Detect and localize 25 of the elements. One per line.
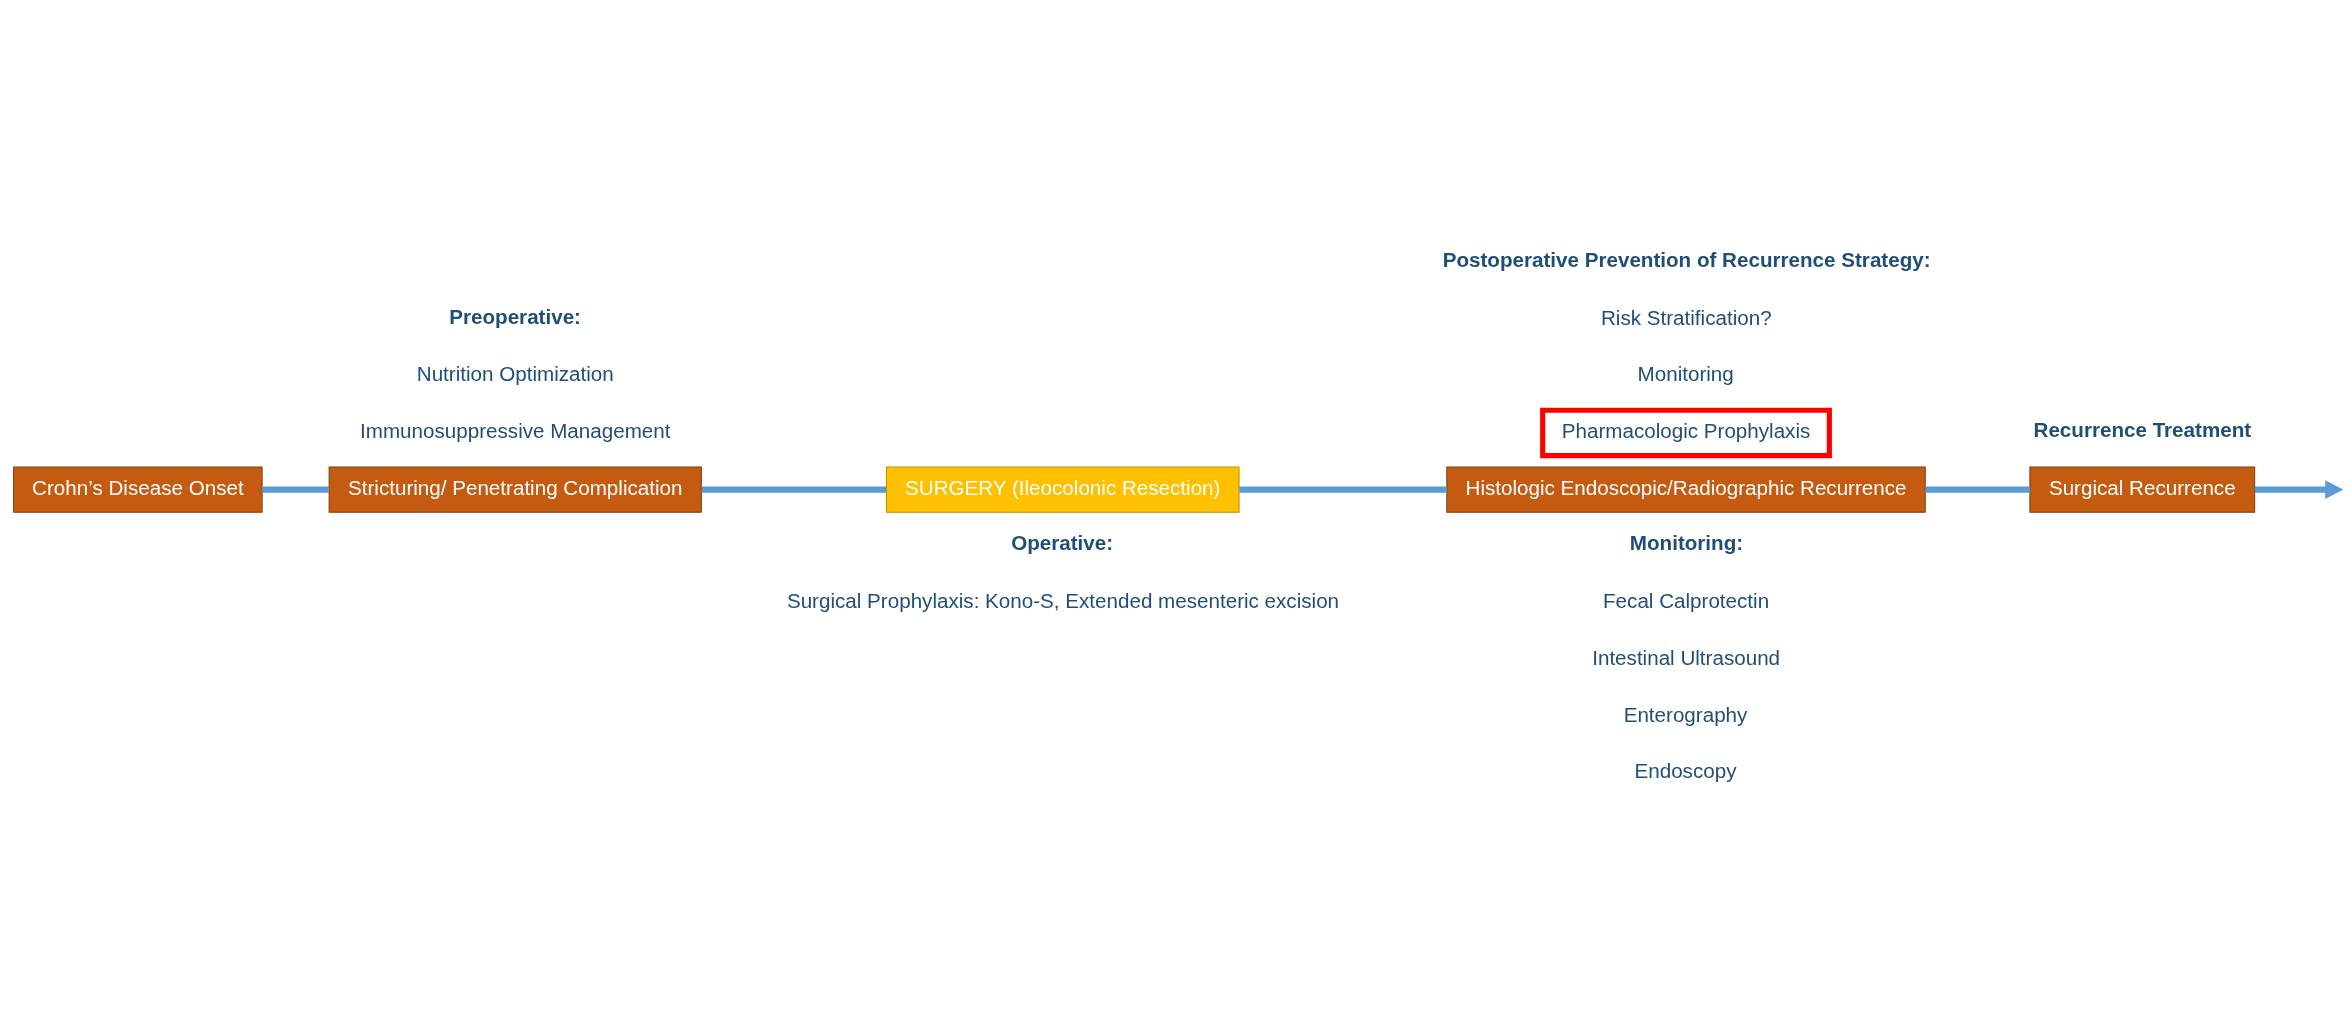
label: Monitoring	[1637, 361, 1734, 385]
label: Recurrence Treatment	[2033, 417, 2252, 441]
node-box: Stricturing/ Penetrating Complication	[328, 465, 702, 513]
label: Surgical Prophylaxis: Kono-S, Extended mesenteric excision	[786, 588, 1340, 612]
label: Nutrition Optimization	[416, 361, 614, 385]
node-box: SURGERY (Ileocolonic Resection)	[885, 465, 1240, 513]
label: Postoperative Prevention of Recurrence Strategy:	[1442, 247, 1931, 271]
label: Immunosuppressive Management	[360, 418, 671, 442]
node-box: Crohn’s Disease Onset	[13, 465, 263, 513]
connector	[701, 486, 886, 493]
label: Intestinal Ultrasound	[1592, 645, 1781, 669]
node-box: Histologic Endoscopic/Radiographic Recurrence	[1446, 465, 1926, 513]
node-box: Surgical Recurrence	[2029, 465, 2256, 513]
label: Fecal Calprotectin	[1603, 588, 1770, 612]
connector	[1239, 486, 1447, 493]
connector	[1925, 486, 2030, 493]
label: Endoscopy	[1634, 758, 1737, 782]
label: Risk Stratification?	[1600, 305, 1772, 329]
label: Operative:	[1011, 530, 1114, 554]
label: Monitoring:	[1629, 530, 1744, 554]
arrow	[2254, 479, 2343, 499]
label: Preoperative:	[449, 304, 581, 328]
connector	[262, 486, 329, 493]
node-box: Pharmacologic Prophylaxis	[1540, 407, 1832, 458]
label: Enterography	[1623, 702, 1748, 726]
